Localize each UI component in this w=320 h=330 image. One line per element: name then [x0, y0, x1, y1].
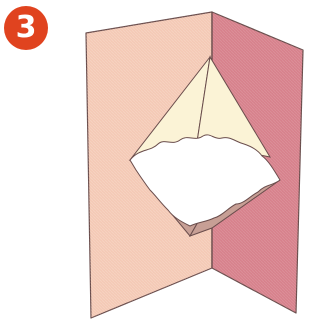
pop-up-card-diamond-illustration: [0, 0, 320, 330]
step-illustration: 3: [0, 0, 320, 330]
